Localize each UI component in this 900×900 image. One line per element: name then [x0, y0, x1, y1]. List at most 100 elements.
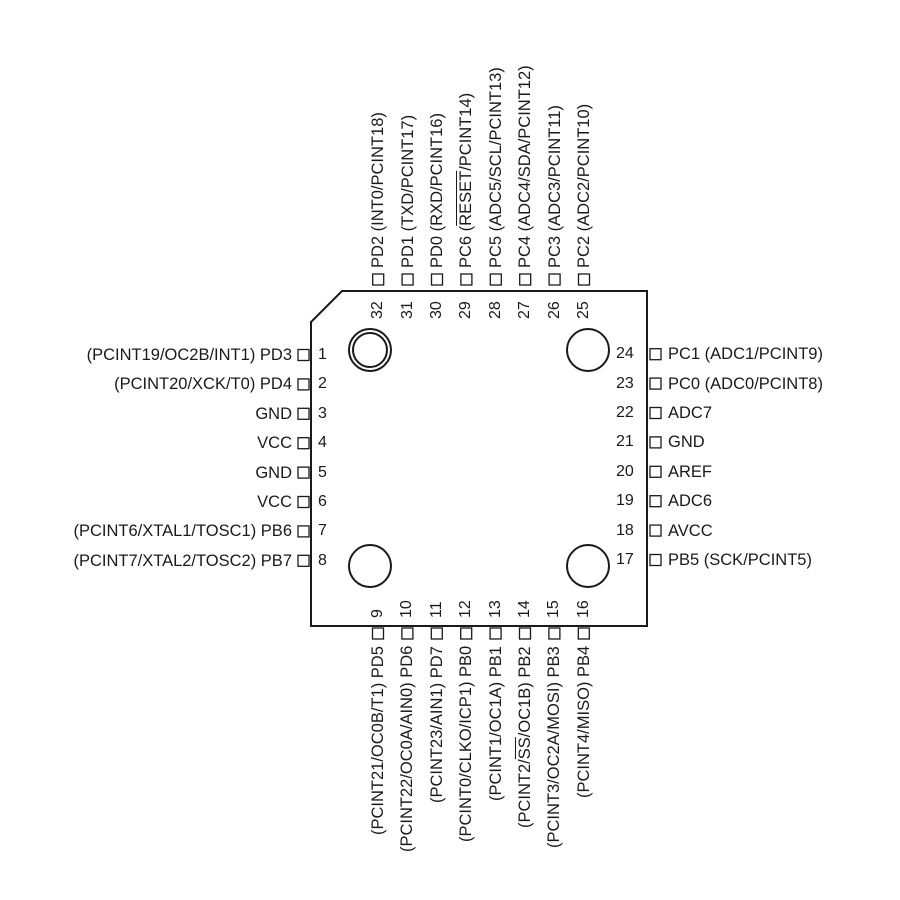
pin1-indicator-circle	[348, 328, 392, 372]
pin-pad-3	[297, 407, 310, 420]
pin-pad-7	[297, 525, 310, 538]
pin-label-text: AVCC	[668, 521, 713, 540]
pin-label-15: (PCINT3/OC2A/MOSI) PB3	[544, 646, 564, 848]
pin-label-23: PC0 (ADC0/PCINT8)	[668, 374, 823, 394]
pin-label-text: PD1 (TXD/PCINT17)	[398, 114, 417, 268]
pin-number-13: 13	[486, 600, 504, 618]
pin-label-text: PC0 (ADC0/PCINT8)	[668, 374, 823, 393]
pin-label-19: ADC6	[668, 491, 712, 511]
pin-label-overline-text: SS	[516, 737, 534, 760]
pin-label-text: (PCINT7/XTAL2/TOSC2) PB7	[73, 551, 292, 570]
pin-number-21: 21	[616, 433, 634, 451]
pin-number-32: 32	[369, 301, 387, 319]
pin-number-16: 16	[574, 600, 592, 618]
pin-pad-30	[430, 273, 444, 286]
pin-label-12: (PCINT0/CLKO/ICP1) PB0	[456, 646, 476, 842]
pin-label-text: GND	[255, 404, 292, 423]
pin-label-text: PC3 (ADC3/PCINT11)	[545, 105, 564, 268]
pin-pad-5	[297, 466, 310, 479]
pin-label-2: (PCINT20/XCK/T0) PD4	[114, 374, 292, 394]
pin-label-24: PC1 (ADC1/PCINT9)	[668, 344, 823, 364]
pin-label-3: GND	[255, 404, 292, 424]
pin-pad-15	[548, 627, 561, 640]
pin-label-7: (PCINT6/XTAL1/TOSC1) PB6	[73, 521, 292, 541]
pin-number-18: 18	[616, 521, 634, 539]
pin-label-text: PC6 (	[457, 225, 476, 268]
pin-number-1: 1	[318, 346, 327, 363]
pin-pad-29	[460, 273, 473, 286]
pin-number-28: 28	[486, 301, 504, 319]
pin-pad-22	[649, 406, 662, 420]
pin-label-9: (PCINT21/OC0B/T1) PD5	[368, 646, 388, 835]
pin-pad-2	[297, 378, 310, 391]
pin-pad-17	[649, 553, 662, 567]
pin-label-4: VCC	[257, 433, 292, 453]
pin-label-text: (PCINT0/CLKO/ICP1) PB0	[457, 645, 476, 842]
pin-label-18: AVCC	[668, 521, 713, 541]
pin-label-text: PB5 (SCK/PCINT5)	[668, 551, 812, 569]
pin-pad-8	[297, 554, 310, 567]
pin-label-text: AREF	[668, 462, 713, 481]
pin-number-11: 11	[427, 601, 445, 618]
pin-label-text: PC5 (ADC5/SCL/PCINT13)	[486, 67, 505, 268]
pin-number-5: 5	[318, 463, 327, 481]
pin-number-26: 26	[545, 301, 563, 319]
pin-number-23: 23	[616, 374, 634, 392]
pin-label-text: (PCINT19/OC2B/INT1) PD3	[86, 346, 292, 364]
pin-label-25: PC2 (ADC2/PCINT10)	[574, 104, 594, 268]
pin-label-text: PC2 (ADC2/PCINT10)	[575, 103, 593, 268]
pin-label-22: ADC7	[668, 403, 712, 423]
pin-pad-21	[649, 436, 662, 449]
pin-label-text-suffix: /OC1B) PB2	[516, 646, 534, 738]
pin-label-text: VCC	[257, 493, 292, 511]
pin-number-30: 30	[428, 301, 445, 319]
pin-number-14: 14	[516, 600, 533, 618]
pin-label-20: AREF	[668, 462, 712, 482]
pin-label-5: GND	[255, 463, 292, 483]
pin-label-26: PC3 (ADC3/PCINT11)	[545, 105, 565, 268]
pin-label-text: PD0 (RXD/PCINT16)	[428, 113, 446, 268]
pin-number-8: 8	[318, 551, 327, 569]
pin-number-24: 24	[616, 345, 634, 363]
pin-label-text: (PCINT23/AIN1) PD7	[427, 646, 446, 803]
pin-number-4: 4	[318, 434, 327, 452]
pin-number-9: 9	[369, 609, 386, 618]
pin-label-text: (PCINT20/XCK/T0) PD4	[114, 375, 292, 394]
pin-number-10: 10	[398, 600, 416, 618]
pin-pad-24	[649, 348, 662, 361]
pin-number-27: 27	[516, 301, 534, 319]
pin-label-text: (PCINT22/OC0A/AIN0) PD6	[398, 645, 417, 852]
pin-label-8: (PCINT7/XTAL2/TOSC2) PB7	[73, 551, 292, 571]
pin-label-32: PD2 (INT0/PCINT18)	[368, 112, 388, 268]
pin-label-31: PD1 (TXD/PCINT17)	[398, 115, 418, 268]
pin-number-19: 19	[616, 492, 634, 510]
pin-pad-19	[649, 495, 662, 508]
pin-pad-6	[297, 495, 310, 509]
pin-number-22: 22	[616, 404, 634, 421]
pin-pad-9	[371, 627, 385, 640]
pin-number-15: 15	[545, 600, 563, 618]
pin-number-6: 6	[318, 493, 327, 510]
pin-pad-28	[489, 273, 502, 286]
pin-label-text: GND	[255, 463, 292, 482]
pin-label-14: (PCINT2/SS/OC1B) PB2	[515, 646, 535, 828]
pin-label-17: PB5 (SCK/PCINT5)	[668, 550, 812, 570]
corner-circle-bottom-left	[348, 544, 392, 588]
pin-pad-25	[577, 273, 591, 286]
pin-label-1: (PCINT19/OC2B/INT1) PD3	[87, 345, 292, 365]
pin1-indicator-inner-circle	[352, 332, 388, 368]
pin-label-28: PC5 (ADC5/SCL/PCINT13)	[486, 67, 506, 268]
pin-label-text: (PCINT21/OC0B/T1) PD5	[369, 646, 387, 835]
pin-pad-16	[577, 627, 590, 640]
pin-label-text: PD2 (INT0/PCINT18)	[369, 112, 388, 268]
pin-number-25: 25	[575, 301, 592, 319]
pin-label-10: (PCINT22/OC0A/AIN0) PD6	[397, 646, 417, 852]
pin-label-text: (PCINT6/XTAL1/TOSC1) PB6	[73, 522, 292, 541]
pin-pad-27	[519, 273, 532, 286]
pin-pad-11	[430, 627, 443, 640]
pin-number-7: 7	[318, 522, 327, 540]
pin-number-3: 3	[318, 404, 327, 422]
corner-circle-bottom-right	[566, 544, 610, 588]
pin-pad-4	[297, 437, 310, 450]
